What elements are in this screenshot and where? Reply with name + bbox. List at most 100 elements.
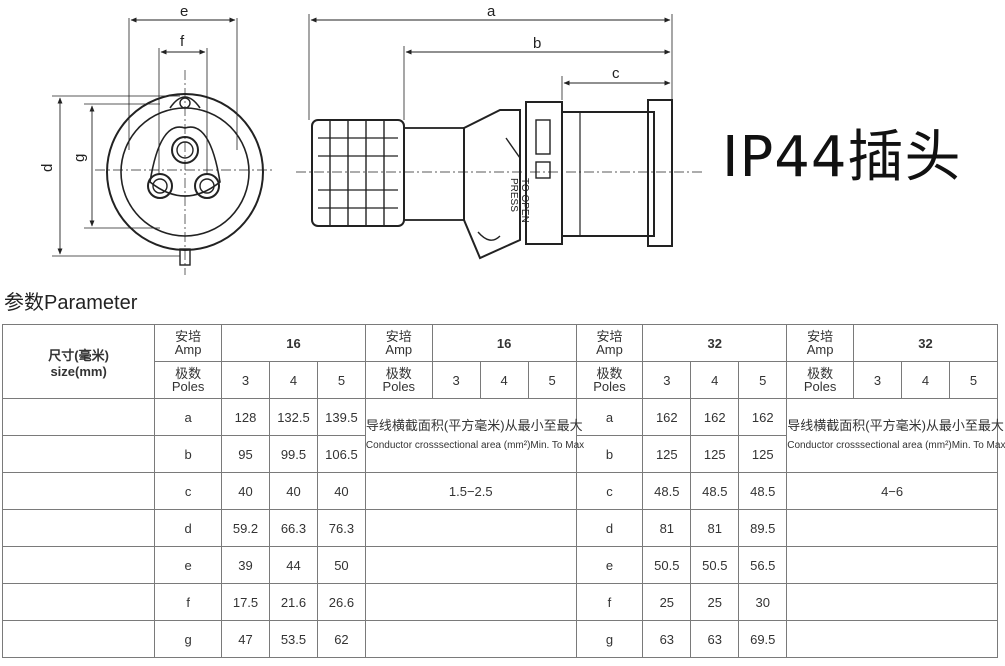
dim-value: 125 (642, 435, 692, 473)
dim-value: 44 (268, 546, 318, 584)
amp-label-1-cn: 安培 (385, 329, 412, 344)
poles-label-1-en: Poles (382, 379, 416, 394)
dim-value: 50 (316, 546, 366, 584)
dim-name: b (154, 435, 223, 473)
amp-label-0-cn: 安培 (175, 329, 202, 344)
dim-label-b: b (533, 35, 541, 52)
dim-value: 40 (268, 472, 318, 510)
poles-value: 3 (852, 361, 902, 399)
size-header: 尺寸(毫米)size(mm) (1, 324, 156, 399)
dim-name: e (154, 546, 223, 584)
dim-value: 89.5 (738, 509, 788, 547)
dim-label-d: d (39, 164, 56, 172)
dim-label-c: c (612, 65, 620, 82)
dim-value: 40 (221, 472, 270, 510)
dim-value: 81 (690, 509, 740, 547)
amp-label-3-cn: 安培 (807, 329, 834, 344)
amp-label-0-en: Amp (174, 342, 202, 357)
empty-cell (786, 620, 998, 658)
poles-value: 3 (642, 361, 692, 399)
amp-label-1-en: Amp (385, 342, 413, 357)
conductor-range-16: 1.5−2.5 (364, 472, 577, 510)
empty-cell (786, 546, 998, 584)
poles-value: 3 (431, 361, 481, 399)
size-header-en: size(mm) (50, 363, 107, 379)
empty-cell (364, 509, 577, 547)
poles-label-3-cn: 极数 (807, 366, 834, 381)
poles-value: 5 (948, 361, 999, 399)
dim-label-a: a (487, 3, 496, 20)
conductor-note-en: Conductor crosssectional area (mm²)Min. … (365, 439, 585, 451)
dim-value: 39 (221, 546, 270, 584)
dim-value: 30 (738, 583, 788, 621)
size-header-cn: 尺寸(毫米) (48, 347, 109, 363)
poles-value: 5 (316, 361, 366, 399)
poles-label-3-en: Poles (803, 379, 837, 394)
poles-value: 4 (900, 361, 950, 399)
front-view (52, 17, 275, 275)
dim-value: 48.5 (690, 472, 740, 510)
dim-value: 162 (690, 398, 740, 436)
row-spacer (1, 472, 156, 510)
empty-cell (364, 546, 577, 584)
poles-label-1-cn: 极数 (385, 366, 412, 381)
conductor-note-cn: 导线横截面积(平方毫米)从最小至最大 (787, 417, 1004, 433)
dim-name: c (575, 472, 644, 510)
dim-name: a (154, 398, 223, 436)
poles-label-0-en: Poles (171, 379, 205, 394)
row-spacer (1, 546, 156, 584)
dim-value: 21.6 (268, 583, 318, 621)
dim-name: d (575, 509, 644, 547)
dim-value: 66.3 (268, 509, 318, 547)
dim-value: 125 (690, 435, 740, 473)
amp-value-2: 32 (642, 324, 788, 362)
dim-name: f (575, 583, 644, 621)
dim-value: 26.6 (316, 583, 366, 621)
amp-label-2-en: Amp (596, 342, 623, 357)
dim-value: 69.5 (738, 620, 788, 658)
poles-value: 3 (221, 361, 270, 399)
dim-value: 139.5 (316, 398, 366, 436)
row-spacer (1, 435, 156, 473)
dim-value: 128 (221, 398, 270, 436)
dim-value: 162 (738, 398, 788, 436)
amp-value-3: 32 (852, 324, 999, 362)
dim-value: 25 (690, 583, 740, 621)
dim-value: 48.5 (642, 472, 692, 510)
dim-label-f: f (180, 33, 185, 50)
press-to-open-line1: PRESS (508, 178, 519, 212)
amp-value-0: 16 (221, 324, 366, 362)
dim-value: 48.5 (738, 472, 788, 510)
dim-value: 59.2 (221, 509, 270, 547)
dim-value: 63 (690, 620, 740, 658)
empty-cell (786, 583, 998, 621)
dim-value: 81 (642, 509, 692, 547)
dim-label-e: e (180, 3, 188, 20)
poles-label-2-en: Poles (593, 379, 626, 394)
dim-value: 76.3 (316, 509, 366, 547)
dim-value: 50.5 (690, 546, 740, 584)
conductor-range-32: 4−6 (786, 472, 998, 510)
row-spacer (1, 620, 156, 658)
empty-cell (786, 509, 998, 547)
dim-name: d (154, 509, 223, 547)
poles-label-0-cn: 极数 (175, 366, 202, 381)
dim-value: 50.5 (642, 546, 692, 584)
amp-label-3-en: Amp (806, 342, 834, 357)
dim-name: g (575, 620, 644, 658)
product-title: IP44插头 (722, 125, 962, 190)
